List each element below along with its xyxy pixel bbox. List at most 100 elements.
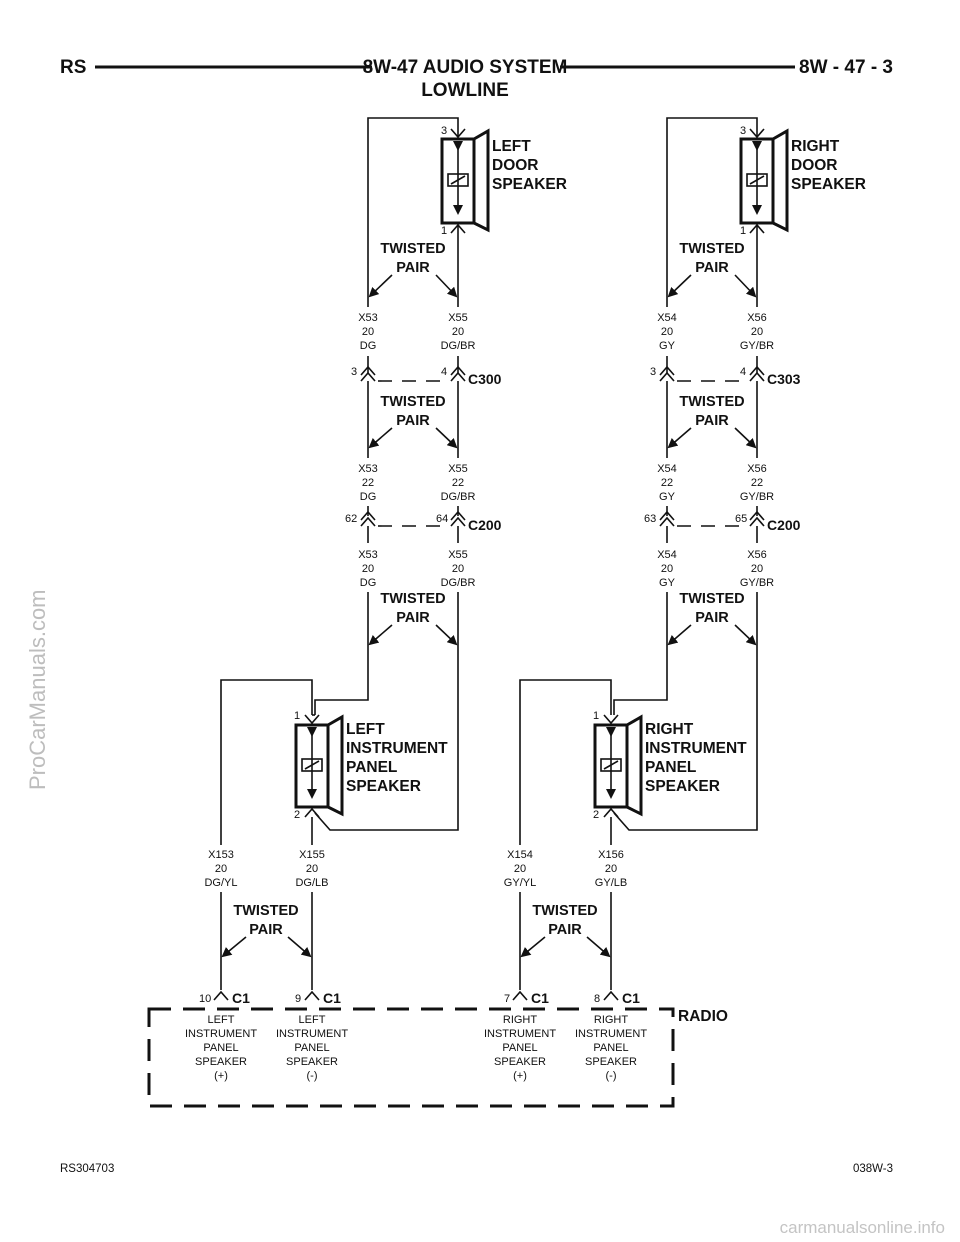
svg-text:7: 7	[504, 993, 510, 1005]
svg-text:20: 20	[751, 326, 763, 338]
svg-text:SPEAKER: SPEAKER	[195, 1056, 247, 1068]
connector-c300-pin-4	[450, 365, 466, 382]
pin-3: 3	[740, 125, 746, 137]
svg-text:TWISTED: TWISTED	[233, 903, 298, 919]
svg-text:DG/BR: DG/BR	[441, 491, 476, 503]
svg-text:X154: X154	[507, 849, 533, 861]
svg-text:X153: X153	[208, 849, 234, 861]
svg-text:PAIR: PAIR	[396, 610, 430, 626]
svg-text:X155: X155	[299, 849, 325, 861]
svg-text:65: 65	[735, 513, 747, 525]
svg-text:DG/BR: DG/BR	[441, 577, 476, 589]
speaker-magnet-icon	[746, 173, 768, 187]
svg-text:20: 20	[362, 563, 374, 575]
svg-text:RIGHT: RIGHT	[503, 1014, 538, 1026]
header-section-code: RS	[60, 57, 86, 78]
left-ip-speaker-label-4: SPEAKER	[346, 778, 421, 795]
svg-text:22: 22	[751, 477, 763, 489]
svg-text:20: 20	[514, 863, 526, 875]
svg-text:20: 20	[306, 863, 318, 875]
svg-text:22: 22	[362, 477, 374, 489]
svg-text:GY/YL: GY/YL	[504, 877, 536, 889]
radio-c1-pin-9	[304, 990, 320, 1001]
svg-text:SPEAKER: SPEAKER	[286, 1056, 338, 1068]
svg-text:GY/BR: GY/BR	[740, 577, 774, 589]
connector-c303-label: C303	[767, 371, 801, 387]
svg-text:4: 4	[740, 366, 746, 378]
right-ip-speaker-label-3: PANEL	[645, 759, 696, 776]
svg-text:4: 4	[441, 366, 447, 378]
right-door-speaker-label-3: SPEAKER	[791, 176, 866, 193]
svg-text:PAIR: PAIR	[548, 922, 582, 938]
svg-text:DG: DG	[360, 491, 377, 503]
speaker-body	[294, 723, 330, 809]
svg-text:LEFT: LEFT	[208, 1014, 235, 1026]
svg-text:X55: X55	[448, 463, 468, 475]
twisted-pair-right-door: TWISTED PAIR	[667, 241, 757, 298]
left-ip-speaker-label-3: PANEL	[346, 759, 397, 776]
wire-x153	[220, 679, 313, 845]
svg-text:TWISTED: TWISTED	[380, 241, 445, 257]
svg-text:GY/BR: GY/BR	[740, 340, 774, 352]
radio-outline	[147, 1007, 675, 1108]
svg-text:20: 20	[362, 326, 374, 338]
svg-text:X53: X53	[358, 549, 378, 561]
radio-pin-lip-neg: LEFT INSTRUMENT PANEL SPEAKER (-)	[276, 1014, 348, 1082]
wire-x154	[519, 679, 612, 845]
speaker-magnet-icon	[301, 758, 323, 772]
svg-text:62: 62	[345, 513, 357, 525]
connector-c200-label: C200	[767, 517, 801, 533]
left-door-speaker-label-3: SPEAKER	[492, 176, 567, 193]
svg-text:20: 20	[452, 326, 464, 338]
svg-text:C1: C1	[531, 990, 549, 1006]
twisted-pair-left-radio: TWISTED PAIR	[221, 903, 312, 958]
svg-text:X56: X56	[747, 549, 767, 561]
svg-text:20: 20	[215, 863, 227, 875]
speaker-cone	[327, 714, 344, 817]
svg-text:GY: GY	[659, 340, 676, 352]
left-door-speaker-label-2: DOOR	[492, 157, 539, 174]
svg-text:22: 22	[452, 477, 464, 489]
svg-text:GY: GY	[659, 577, 676, 589]
svg-text:DG: DG	[360, 340, 377, 352]
left-door-wiring: X53 20 DG X55 20 DG/BR 3 4 C300 X53 22 D…	[314, 117, 502, 831]
left-ip-speaker: 1 2 LEFT INSTRUMENT PANEL SPEAKER	[294, 710, 448, 821]
twisted-pair-right-radio: TWISTED PAIR	[520, 903, 611, 958]
svg-text:X54: X54	[657, 312, 677, 324]
svg-text:C1: C1	[622, 990, 640, 1006]
radio-pin-lip-pos: LEFT INSTRUMENT PANEL SPEAKER (+)	[185, 1014, 257, 1082]
speaker-cone	[626, 714, 643, 817]
header-title: 8W-47 AUDIO SYSTEM	[363, 57, 568, 78]
svg-text:PAIR: PAIR	[695, 413, 729, 429]
svg-text:TWISTED: TWISTED	[679, 241, 744, 257]
svg-text:(-): (-)	[606, 1070, 617, 1082]
svg-text:8: 8	[594, 993, 600, 1005]
pin-1: 1	[740, 225, 746, 237]
radio-pin-rip-pos: RIGHT INSTRUMENT PANEL SPEAKER (+)	[484, 1014, 556, 1082]
speaker-magnet-icon	[447, 173, 469, 187]
svg-text:X55: X55	[448, 549, 468, 561]
svg-text:LEFT: LEFT	[299, 1014, 326, 1026]
svg-text:20: 20	[452, 563, 464, 575]
svg-text:INSTRUMENT: INSTRUMENT	[276, 1028, 348, 1040]
svg-text:2: 2	[294, 809, 300, 821]
svg-text:TWISTED: TWISTED	[679, 591, 744, 607]
right-ip-speaker: 1 2 RIGHT INSTRUMENT PANEL SPEAKER	[593, 710, 747, 821]
wire-x54	[666, 117, 758, 307]
svg-text:3: 3	[351, 366, 357, 378]
speaker-magnet-icon	[600, 758, 622, 772]
left-door-speaker-label-1: LEFT	[492, 138, 531, 155]
svg-text:DG/BR: DG/BR	[441, 340, 476, 352]
svg-text:PANEL: PANEL	[203, 1042, 238, 1054]
twisted-pair-left-door: TWISTED PAIR	[368, 241, 458, 298]
svg-text:INSTRUMENT: INSTRUMENT	[575, 1028, 647, 1040]
ip-to-radio-wiring: X153 20 DG/YL X155 20 DG/LB X154 20 GY/Y…	[199, 679, 640, 1006]
svg-text:INSTRUMENT: INSTRUMENT	[185, 1028, 257, 1040]
right-door-wiring: X54 20 GY X56 20 GY/BR 3 4 C303 X54 22 G…	[613, 117, 801, 831]
svg-text:X54: X54	[657, 549, 677, 561]
connector-c300-pin-3	[360, 365, 376, 382]
twisted-pair-right-low: TWISTED PAIR	[667, 591, 757, 646]
radio-module: RADIO LEFT INSTRUMENT PANEL SPEAKER (+) …	[147, 1007, 728, 1108]
right-ip-speaker-label-1: RIGHT	[645, 721, 694, 738]
footer-right-code: 038W-3	[853, 1163, 893, 1175]
